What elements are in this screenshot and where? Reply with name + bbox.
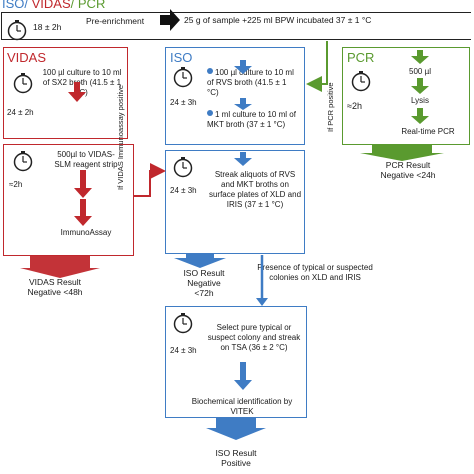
pre-enrichment-detail: 25 g of sample +225 ml BPW incubated 37 … xyxy=(184,15,372,25)
vidas-box2-step2: ImmunoAssay xyxy=(60,228,112,237)
pcr-step2: Lysis xyxy=(411,96,429,105)
iso-presence-note: Presence of typical or suspected colonie… xyxy=(257,263,373,282)
pcr-result-arrow xyxy=(360,145,444,161)
pcr-time: ≈2h xyxy=(347,101,362,111)
iso-box1-item1-text: 100 µl culture to 10 ml of RVS broth (41… xyxy=(207,68,294,97)
iso-arrow-down-2 xyxy=(234,98,252,110)
bullet-icon xyxy=(207,68,213,74)
iso-box3-time: 24 ± 3h xyxy=(170,346,197,355)
iso-box2-text: Streak aliquots of RVS and MKT broths on… xyxy=(208,170,302,209)
iso-box1-item2-text: 1 ml culture to 10 ml of MKT broth (37 ±… xyxy=(207,110,296,129)
pre-enrichment-time: 18 ± 2h xyxy=(33,22,62,32)
iso-box3-text: Select pure typical or suspect colony an… xyxy=(207,323,301,352)
vidas-box1-time: 24 ± 2h xyxy=(7,108,34,117)
vidas-arrow-down-3 xyxy=(74,199,92,226)
vidas-result: VIDAS Result Negative <48h xyxy=(27,277,83,297)
vidas-box-2 xyxy=(3,144,134,256)
stopwatch-icon xyxy=(13,151,33,172)
pcr-step1: 500 µl xyxy=(409,67,431,76)
header-sep-2: / xyxy=(70,0,78,11)
iso-arrow-down-3 xyxy=(234,152,252,166)
pcr-arrow-down-1 xyxy=(411,50,429,64)
iso-result-neg-arrow xyxy=(174,254,226,268)
pcr-positive-link xyxy=(306,41,328,92)
pcr-step3: Real-time PCR xyxy=(401,127,455,136)
iso-box1-item2: 1 ml culture to 10 ml of MKT broth (37 ±… xyxy=(207,110,299,130)
bullet-icon xyxy=(207,110,213,116)
iso-box-1 xyxy=(165,47,305,145)
pre-enrichment-arrow-icon xyxy=(160,9,180,31)
iso-result-negative: ISO Result Negative <72h xyxy=(183,268,225,298)
vidas-result-arrow xyxy=(20,256,100,278)
iso-arrow-down-4 xyxy=(234,362,252,390)
vidas-positive-link xyxy=(134,163,166,197)
pre-enrichment-box xyxy=(1,12,471,40)
vidas-box2-time: ≈2h xyxy=(9,180,23,189)
vidas-arrow-down-2 xyxy=(74,170,92,198)
pcr-arrow-down-3 xyxy=(411,108,429,124)
iso-arrow-down-1 xyxy=(234,60,252,74)
iso-result-pos-arrow xyxy=(206,418,266,440)
pcr-arrow-down-2 xyxy=(411,78,429,94)
iso-box1-time: 24 ± 3h xyxy=(170,98,197,107)
iso-result-positive: ISO Result Positive xyxy=(215,448,257,468)
iso-title: ISO xyxy=(170,50,193,65)
pre-enrichment-label: Pre-enrichment xyxy=(86,16,145,26)
vidas-positive-label: If VIDAS Immunoassay positive xyxy=(116,84,125,190)
iso-link-arrowhead xyxy=(256,298,268,306)
pcr-title: PCR xyxy=(347,50,375,65)
header-pcr: PCR xyxy=(77,0,106,11)
header-sep-1: / xyxy=(24,0,32,11)
iso-box3-step2: Biochemical identification by VITEK xyxy=(191,397,293,416)
header-vidas: VIDAS xyxy=(31,0,71,11)
stopwatch-icon xyxy=(173,313,193,334)
stopwatch-icon xyxy=(173,67,193,88)
header-title: ISO/ VIDAS/ PCR xyxy=(2,0,105,11)
vidas-title: VIDAS xyxy=(7,50,47,65)
stopwatch-icon xyxy=(351,71,371,92)
vidas-box2-step1: 500µl to VIDAS-SLM reagent strip xyxy=(54,150,118,169)
iso-box2-time: 24 ± 3h xyxy=(170,186,197,195)
stopwatch-icon xyxy=(13,73,33,94)
pcr-positive-label: If PCR positive xyxy=(326,82,335,132)
pcr-box xyxy=(342,47,470,145)
stopwatch-icon xyxy=(173,157,193,178)
header-iso: ISO xyxy=(2,0,25,11)
stopwatch-icon xyxy=(7,20,27,41)
vidas-arrow-down-1 xyxy=(68,82,86,102)
pcr-result: PCR Result Negative <24h xyxy=(380,160,436,180)
iso-box1-item1: 100 µl culture to 10 ml of RVS broth (41… xyxy=(207,68,299,98)
